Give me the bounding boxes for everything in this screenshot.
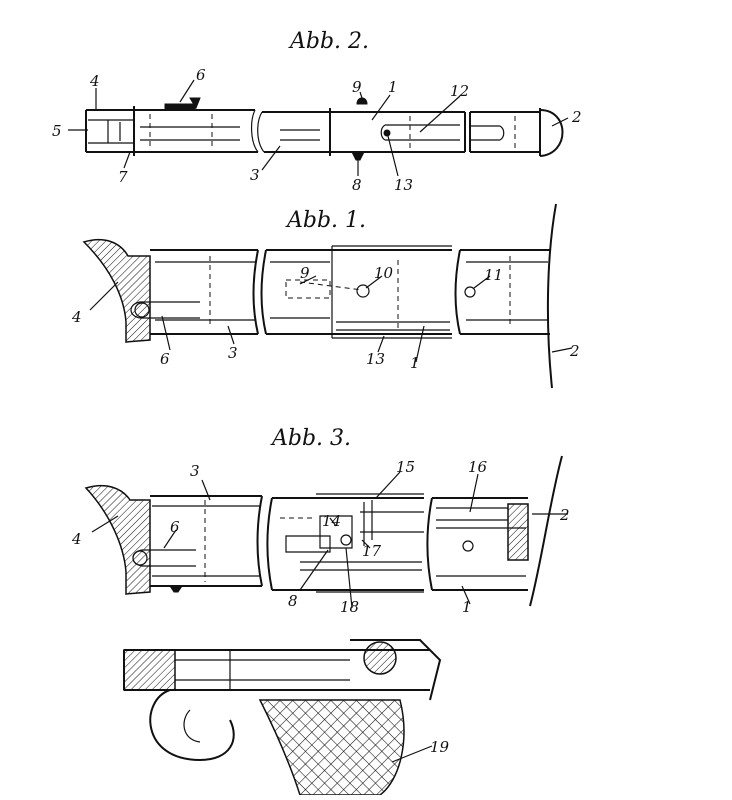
part-label-2: 2 [571, 108, 582, 126]
tube-segment-3-abb-3 [426, 497, 529, 591]
part-label-13: 13 [366, 350, 385, 368]
part-label-6: 6 [196, 66, 206, 84]
part-label-10: 10 [374, 264, 394, 282]
butt-plate-abb-1 [546, 203, 557, 389]
part-label-2: 2 [559, 506, 570, 524]
butt-plate-abb-3 [529, 455, 563, 607]
stock-hook-abb-1 [82, 238, 151, 343]
trigger-guard [149, 689, 235, 762]
part-label-1: 1 [462, 598, 472, 616]
tube-segment-right [469, 108, 564, 157]
part-label-8: 8 [288, 592, 298, 610]
leader-lines-abb-2 [68, 79, 569, 177]
part-label-6: 6 [160, 350, 170, 368]
part-label-4: 4 [71, 530, 82, 548]
part-label-2: 2 [569, 342, 580, 360]
tube-segment-middle [257, 97, 466, 161]
part-label-3: 3 [250, 166, 260, 184]
part-label-6: 6 [170, 518, 180, 536]
tube-segment-left [85, 97, 259, 156]
pistol-grip-19 [258, 699, 405, 796]
part-label-14: 14 [322, 512, 341, 530]
part-label-9: 9 [300, 264, 310, 282]
part-label-13: 13 [394, 176, 413, 194]
tube-segment-1-abb-1 [130, 249, 259, 335]
figure-title-abb-2: Abb. 2. [288, 29, 369, 54]
leader-lines-abb-1 [89, 275, 573, 363]
part-label-7: 7 [118, 168, 128, 186]
pistol-toggle-knob [363, 641, 397, 675]
part-label-16: 16 [468, 458, 488, 476]
tube-segment-3-abb-1 [454, 249, 550, 335]
figure-title-abb-1: Abb. 1. [285, 208, 366, 233]
part-label-12: 12 [450, 82, 469, 100]
part-label-3: 3 [190, 462, 200, 480]
part-label-1: 1 [388, 78, 398, 96]
part-label-8: 8 [352, 176, 362, 194]
figure-abb-3: Abb. 3. [71, 426, 570, 616]
figure-abb-1: Abb. 1. [71, 203, 580, 389]
part-label-15: 15 [396, 458, 415, 476]
part-label-17: 17 [362, 542, 382, 560]
part-label-5: 5 [52, 122, 62, 140]
stock-hook-abb-3 [84, 484, 151, 595]
figure-pistol: 19 [123, 639, 450, 796]
tube-segment-1-abb-3 [132, 495, 263, 593]
part-label-1: 1 [410, 354, 420, 372]
part-label-11: 11 [484, 266, 503, 284]
part-label-3: 3 [228, 344, 238, 362]
tube-segment-2-abb-1 [260, 245, 452, 339]
leader-lines-abb-3 [91, 471, 568, 609]
part-label-19: 19 [430, 738, 450, 756]
part-label-18: 18 [340, 598, 359, 616]
part-label-4: 4 [71, 308, 82, 326]
figure-title-abb-3: Abb. 3. [270, 426, 351, 451]
part-label-9: 9 [352, 78, 362, 96]
tube-segment-2-abb-3 [266, 493, 424, 593]
figure-abb-2: Abb. 2. [52, 29, 582, 194]
part-label-4: 4 [89, 72, 100, 90]
